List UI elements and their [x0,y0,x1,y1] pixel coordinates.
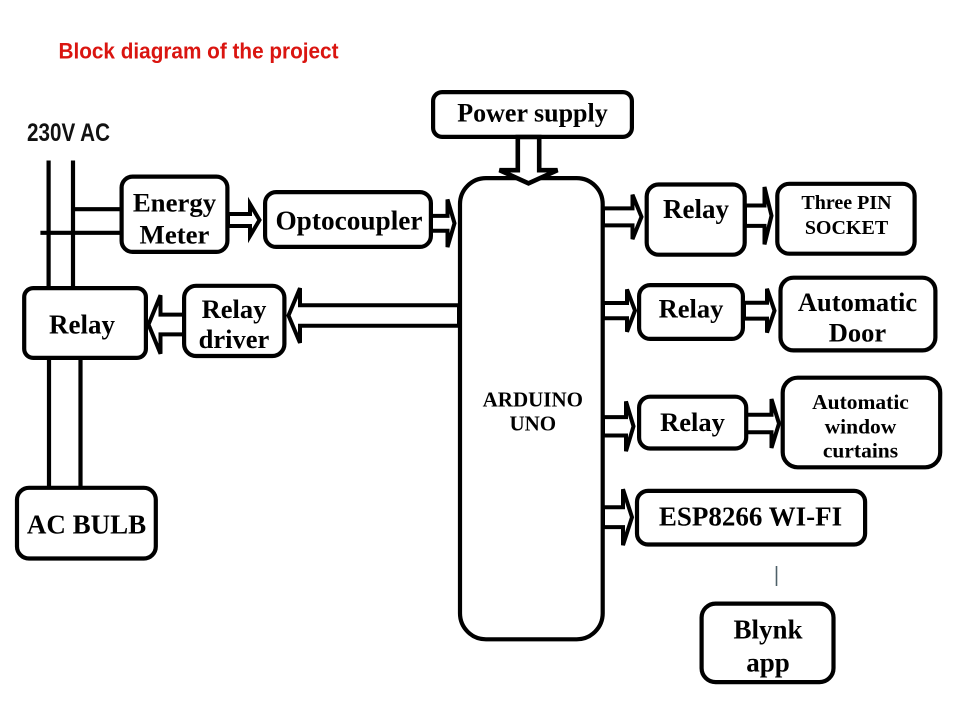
svg-text:Energy: Energy [133,188,217,218]
svg-text:ESP8266 WI-FI: ESP8266 WI-FI [659,502,842,532]
svg-text:SOCKET: SOCKET [805,217,889,239]
svg-text:AC BULB: AC BULB [27,510,146,540]
svg-text:Blynk: Blynk [733,615,802,645]
svg-text:ARDUINO: ARDUINO [483,388,583,412]
svg-text:Door: Door [829,318,887,348]
svg-text:Relay: Relay [663,194,729,224]
svg-text:Meter: Meter [140,220,210,250]
svg-text:Block diagram of the project: Block diagram of the project [59,39,340,64]
svg-text:Relay: Relay [202,294,267,324]
svg-text:Optocoupler: Optocoupler [275,206,422,236]
svg-text:app: app [746,648,790,678]
svg-text:Three PIN: Three PIN [801,192,892,214]
svg-text:Relay: Relay [659,294,724,324]
svg-text:window: window [825,415,897,439]
svg-text:Relay: Relay [49,310,115,340]
svg-text:Automatic: Automatic [812,390,909,414]
svg-text:Automatic: Automatic [798,287,917,317]
svg-text:Power supply: Power supply [457,99,608,128]
svg-text:230V AC: 230V AC [27,119,110,147]
svg-text:curtains: curtains [823,439,898,463]
svg-text:driver: driver [199,324,270,354]
svg-text:UNO: UNO [509,412,556,436]
svg-text:Relay: Relay [660,407,725,437]
